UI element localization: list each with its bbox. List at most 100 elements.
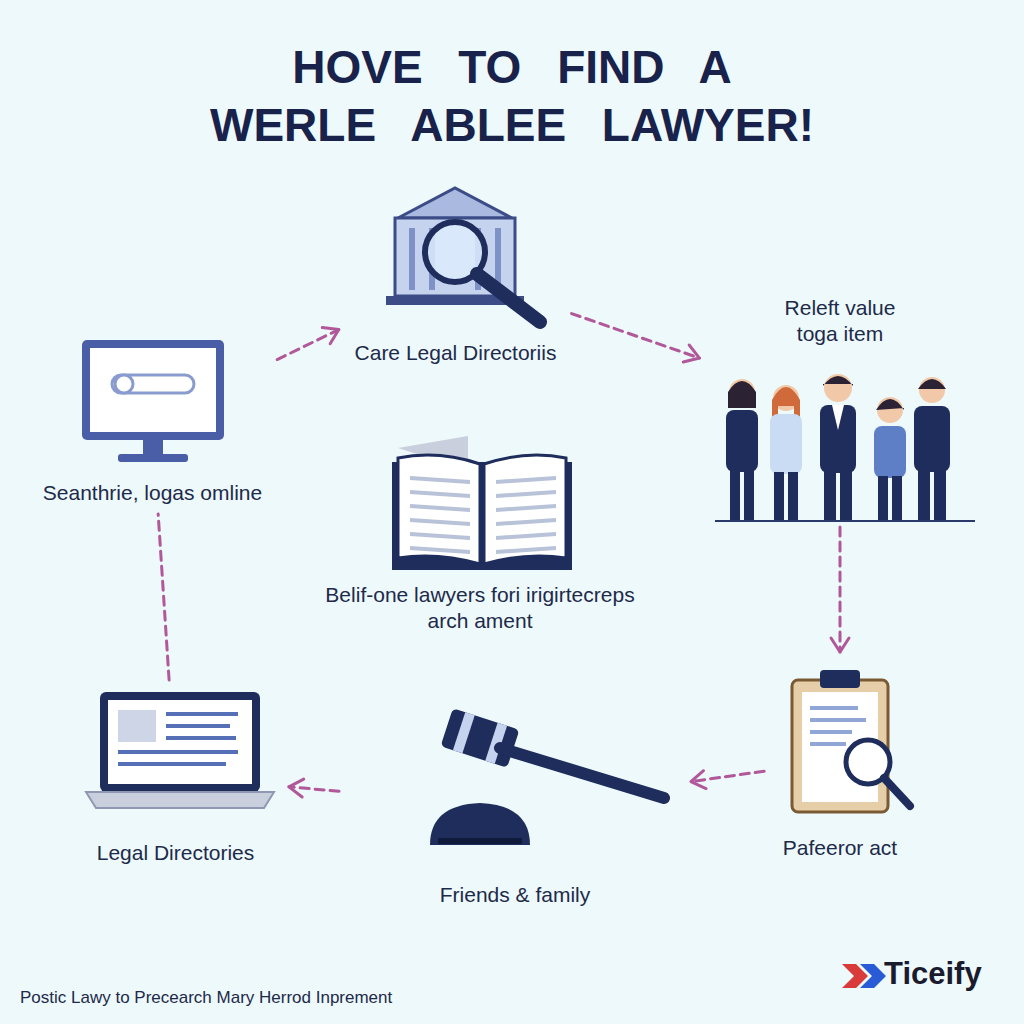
gavel-icon [430, 708, 664, 845]
monitor-icon [82, 340, 224, 440]
person [877, 397, 903, 423]
step-label: Belif-one lawyers fori irigirtecreps arc… [325, 582, 635, 634]
person [744, 470, 754, 520]
book-icon [410, 478, 556, 552]
book-icon [410, 506, 470, 510]
laptop-icon [108, 700, 252, 784]
gavel-icon [438, 838, 522, 844]
gavel-icon [500, 748, 664, 798]
person [728, 381, 756, 408]
person [820, 405, 856, 473]
gavel-icon [441, 708, 520, 768]
icon-space [78, 688, 273, 840]
person [824, 374, 852, 402]
person [914, 406, 950, 472]
book-icon [484, 455, 566, 564]
arrow-head [683, 345, 699, 362]
laptop-icon [118, 714, 238, 764]
flow-arrow [572, 314, 700, 362]
gavel-icon [453, 712, 475, 753]
person [874, 426, 906, 478]
flow-line [839, 527, 842, 652]
person [934, 470, 946, 520]
icon-space [715, 347, 965, 519]
step-label: Friends & family [439, 882, 591, 908]
footer-caption: Postic Lawy to Precearch Mary Herrod Inp… [20, 988, 392, 1008]
person [840, 470, 852, 520]
monitor-icon [143, 440, 163, 454]
book-icon [410, 492, 470, 496]
person [823, 376, 853, 386]
book-icon [496, 534, 556, 538]
person [914, 377, 950, 520]
person [824, 470, 836, 520]
icon-space [325, 432, 635, 582]
flow-line [572, 314, 700, 359]
icon-space [354, 180, 556, 340]
book-icon [410, 520, 470, 524]
monitor-icon [90, 348, 216, 432]
logo-mark [842, 964, 886, 988]
flow-arrow [158, 514, 169, 680]
laptop-icon [166, 736, 236, 740]
clipboard-icon [792, 670, 910, 812]
monitor-icon [115, 375, 133, 393]
clipboard-icon [884, 778, 910, 806]
building-icon [477, 274, 540, 322]
step-node: Belif-one lawyers fori irigirtecreps arc… [317, 432, 643, 634]
person [730, 470, 740, 520]
person [919, 377, 945, 403]
person [770, 414, 802, 474]
building-icon [386, 188, 540, 322]
book-icon [496, 492, 556, 496]
laptop-icon [118, 750, 238, 754]
person [788, 472, 798, 520]
book-icon [496, 478, 556, 482]
icon-space [355, 705, 675, 882]
book-icon [398, 455, 480, 564]
clipboard-icon [810, 730, 852, 734]
clipboard-icon [810, 742, 846, 746]
person [874, 397, 906, 520]
laptop-icon [118, 762, 226, 766]
icon-space [42, 335, 262, 480]
laptop-icon [100, 692, 260, 792]
book-icon [410, 548, 470, 552]
monitor-icon [118, 454, 188, 462]
gavel-icon [430, 803, 530, 845]
arrow-head [831, 638, 849, 652]
flow-arrow [691, 771, 764, 789]
flow-arrow [277, 328, 339, 360]
laptop-icon [86, 792, 274, 808]
person [876, 399, 904, 410]
person [892, 476, 902, 520]
person [832, 405, 844, 430]
step-node: Pafeeror act [772, 660, 908, 861]
step-label: Releft value toga item [765, 295, 915, 347]
book-icon [496, 520, 556, 524]
clipboard-icon [820, 670, 860, 688]
person [820, 374, 856, 520]
person [918, 470, 930, 520]
person [770, 385, 802, 520]
step-node: Care Legal Directoriis [346, 180, 564, 366]
person [918, 379, 946, 389]
step-label: Legal Directories [96, 840, 255, 866]
building-icon [398, 188, 512, 218]
laptop-icon [166, 724, 230, 728]
book-icon [496, 506, 556, 510]
book-icon [410, 534, 470, 538]
diagram-title: HOVE TO FIND A WERLE ABLEE LAWYER! [199, 38, 825, 154]
step-label: Care Legal Directoriis [354, 340, 557, 366]
flow-arrow [289, 779, 339, 797]
book-icon [496, 548, 556, 552]
person [726, 410, 758, 472]
flow-line [158, 514, 169, 680]
flow-arrow [831, 527, 849, 652]
person [774, 472, 784, 520]
book-icon [392, 436, 572, 570]
clipboard-icon [810, 706, 858, 710]
laptop-icon [166, 712, 238, 716]
building-icon [409, 228, 415, 290]
